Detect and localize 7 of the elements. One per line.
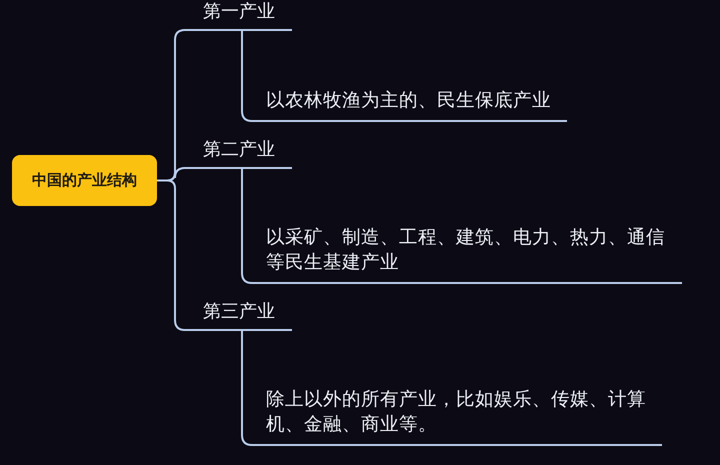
- leaf-topic: 以采矿、制造、工程、建筑、电力、热力、通信等民生基建产业: [252, 222, 682, 284]
- branch-topic: 第一产业: [185, 0, 292, 31]
- leaf-topic: 除上以外的所有产业，比如娱乐、传媒、计算机、金融、商业等。: [252, 384, 662, 446]
- branch-topic: 第二产业: [185, 136, 292, 169]
- branch-topic: 第三产业: [185, 297, 292, 331]
- root-topic-box: 中国的产业结构: [12, 155, 157, 206]
- leaf-topic: 以农林牧渔为主的、民生保底产业: [252, 86, 567, 122]
